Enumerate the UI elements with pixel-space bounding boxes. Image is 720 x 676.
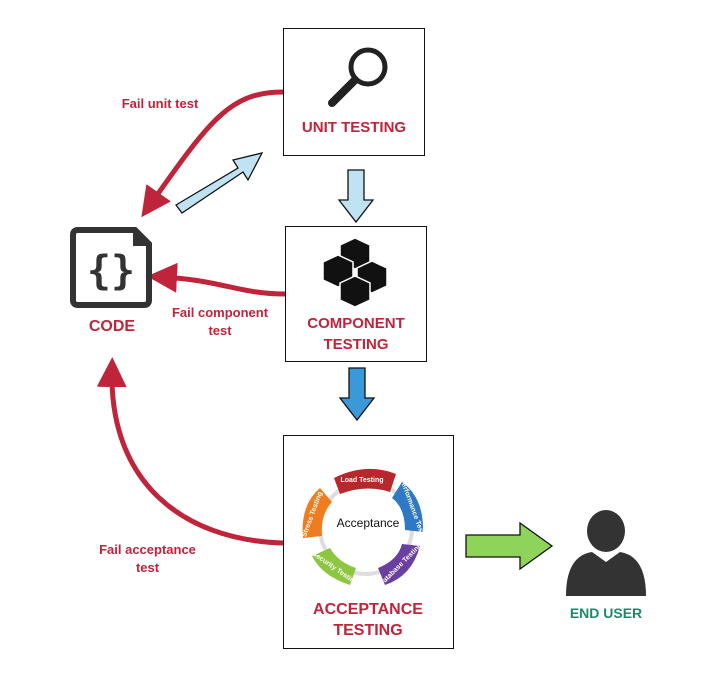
component-to-acceptance-arrow	[338, 367, 376, 422]
unit-testing-box	[283, 28, 425, 156]
acceptance-testing-label-2: TESTING	[333, 622, 403, 639]
fail-acceptance-label-2: test	[135, 560, 160, 575]
magnifier-icon	[328, 47, 388, 107]
fail-component-label-1: Fail component	[171, 305, 269, 320]
unit-to-component-arrow	[337, 169, 375, 224]
acceptance-center-label: Acceptance	[337, 516, 400, 530]
code-label: CODE	[88, 318, 136, 335]
unit-testing-label: UNIT TESTING	[301, 119, 407, 136]
fail-acceptance-arrow	[96, 357, 284, 546]
segment-load	[334, 468, 396, 494]
acceptance-to-user-arrow	[465, 521, 554, 571]
segment-label-load: Load Testing	[340, 477, 383, 484]
end-user-label: END USER	[569, 605, 643, 621]
segment-performance	[392, 482, 424, 532]
cubes-icon	[322, 237, 388, 308]
fail-acceptance-label-1: Fail acceptance	[99, 542, 196, 557]
segment-stress	[302, 488, 332, 538]
acceptance-wheel: Load Testing Performance Testing Databas…	[301, 468, 429, 588]
user-icon	[566, 510, 646, 596]
fail-unit-arrow	[141, 89, 284, 218]
fail-component-label-2: test	[208, 323, 232, 338]
fail-unit-label: Fail unit test	[121, 96, 199, 111]
acceptance-testing-label-1: ACCEPTANCE	[313, 601, 423, 618]
segment-database	[378, 544, 420, 585]
code-to-unit-arrow	[175, 152, 264, 214]
component-testing-label-2: TESTING	[323, 336, 389, 353]
fail-component-arrow	[147, 262, 286, 297]
component-testing-label-1: COMPONENT	[307, 315, 405, 332]
segment-security	[312, 548, 356, 585]
code-file-icon: {}	[70, 227, 152, 308]
svg-text:{}: {}	[87, 248, 135, 294]
